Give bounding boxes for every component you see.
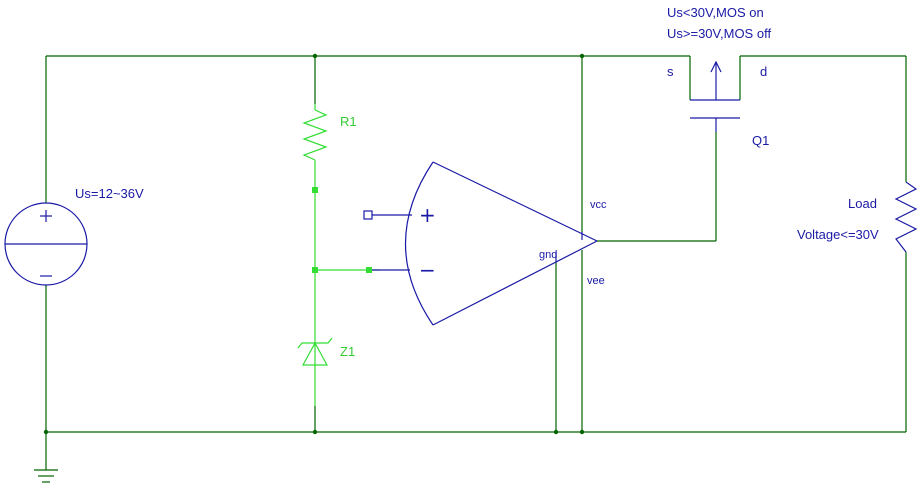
drain-pin-label: d [760, 64, 767, 79]
zener-diode-icon[interactable] [297, 336, 333, 368]
load-label: Load [848, 196, 877, 211]
op-amp-icon[interactable] [363, 161, 598, 326]
resistor-icon[interactable] [302, 109, 328, 161]
q1-label: Q1 [752, 133, 769, 148]
junction-dots [43, 53, 585, 435]
source-label: Us=12~36V [75, 186, 144, 201]
vcc-label: vcc [590, 199, 607, 211]
opamp-minus-sign: − [419, 258, 436, 282]
gnd-label: gnd [539, 249, 557, 261]
wires [45, 55, 907, 470]
z1-label: Z1 [340, 344, 355, 359]
r1-label: R1 [340, 114, 357, 129]
opamp-plus-sign: + [419, 203, 436, 227]
mos-on-label: Us<30V,MOS on [667, 5, 764, 20]
highlight-dots [312, 187, 372, 273]
mosfet-icon[interactable] [690, 60, 740, 132]
mos-off-label: Us>=30V,MOS off [667, 26, 771, 41]
vee-label: vee [587, 275, 605, 287]
source-pin-label: s [667, 64, 674, 79]
voltage-source-icon[interactable] [4, 202, 88, 286]
load-voltage-label: Voltage<=30V [797, 227, 879, 242]
ground-icon [34, 469, 58, 483]
load-resistor-icon[interactable] [894, 181, 918, 253]
